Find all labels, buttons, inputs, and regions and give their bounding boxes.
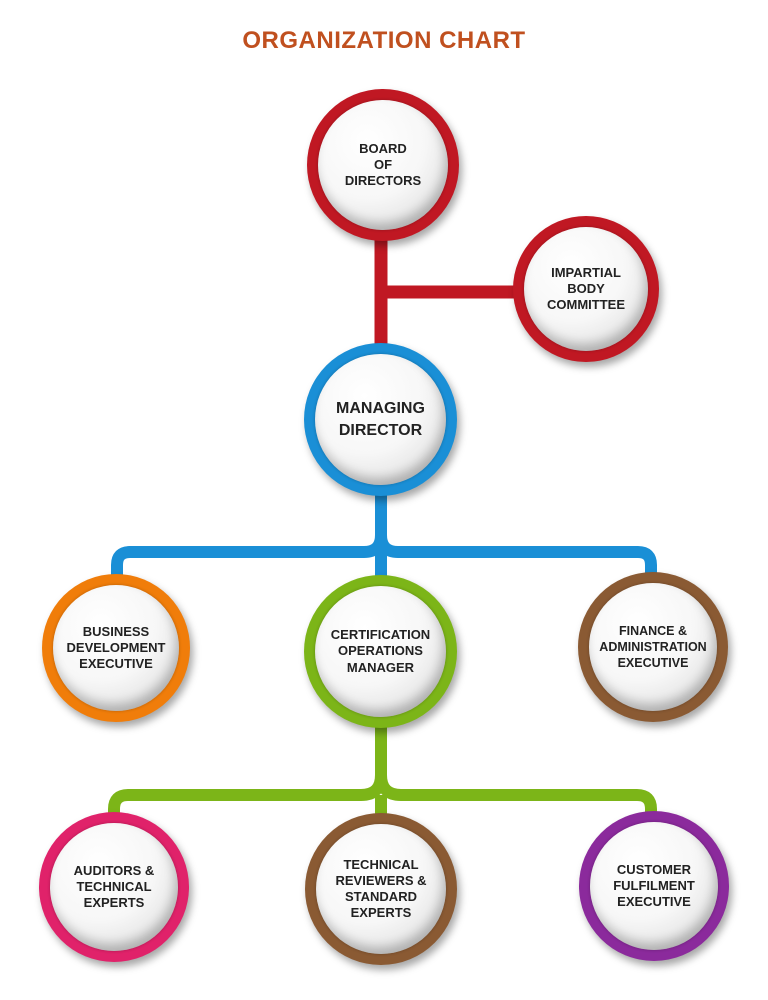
node-label: IMPARTIAL BODY COMMITTEE: [547, 264, 625, 313]
node-customer-fulfilment-executive: CUSTOMER FULFILMENT EXECUTIVE: [579, 811, 729, 961]
node-auditors-technical-experts: AUDITORS & TECHNICAL EXPERTS: [39, 812, 189, 962]
node-label: CERTIFICATION OPERATIONS MANAGER: [330, 627, 431, 675]
node-label: FINANCE & ADMINISTRATION EXECUTIVE: [599, 623, 707, 671]
node-label: CUSTOMER FULFILMENT EXECUTIVE: [613, 861, 695, 910]
node-label: AUDITORS & TECHNICAL EXPERTS: [73, 862, 155, 911]
connector-managing-to-level2: [111, 480, 657, 590]
node-label: TECHNICAL REVIEWERS & STANDARD EXPERTS: [335, 856, 427, 921]
node-technical-reviewers-standard-experts: TECHNICAL REVIEWERS & STANDARD EXPERTS: [305, 813, 457, 965]
node-board-of-directors: BOARD OF DIRECTORS: [307, 89, 459, 241]
node-label: BUSINESS DEVELOPMENT EXECUTIVE: [66, 623, 166, 672]
node-business-development-executive: BUSINESS DEVELOPMENT EXECUTIVE: [42, 574, 190, 722]
node-finance-administration-executive: FINANCE & ADMINISTRATION EXECUTIVE: [578, 572, 728, 722]
node-label: BOARD OF DIRECTORS: [344, 140, 422, 189]
node-label: MANAGING DIRECTOR: [336, 399, 425, 439]
node-certification-operations-manager: CERTIFICATION OPERATIONS MANAGER: [304, 575, 457, 728]
node-managing-director: MANAGING DIRECTOR: [304, 343, 457, 496]
node-impartial-body-committee: IMPARTIAL BODY COMMITTEE: [513, 216, 659, 362]
chart-title: ORGANIZATION CHART: [242, 27, 526, 54]
